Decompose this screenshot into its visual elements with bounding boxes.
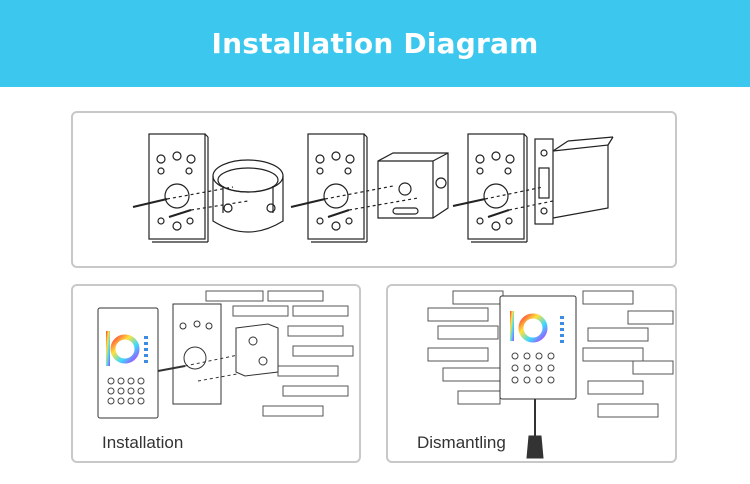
wall-plate-icon: [172, 303, 222, 405]
square-box-icon: [235, 323, 279, 377]
page-title: Installation Diagram: [211, 27, 539, 60]
controller-device-icon: [97, 307, 159, 419]
wall-plate-icon: [148, 133, 209, 243]
controller-device-icon: [499, 295, 577, 400]
wall-plate-icon: [307, 133, 368, 243]
dismantling-panel: Dismantling: [386, 284, 677, 463]
dismantling-illustration: [427, 290, 674, 459]
top-panel: [71, 111, 677, 268]
round-box-icon: [212, 159, 284, 233]
installation-panel: Installation: [71, 284, 361, 463]
wall-plate-icon: [467, 133, 528, 243]
dismantling-caption: Dismantling: [417, 433, 506, 452]
installation-illustration: [97, 290, 354, 419]
installation-caption: Installation: [102, 433, 184, 452]
installation-steps-illustration: [132, 133, 614, 243]
screwdriver-icon: [526, 399, 544, 459]
square-box-icon: [377, 152, 449, 219]
header-banner: Installation Diagram: [0, 0, 750, 87]
single-gang-box-icon: [534, 136, 614, 225]
